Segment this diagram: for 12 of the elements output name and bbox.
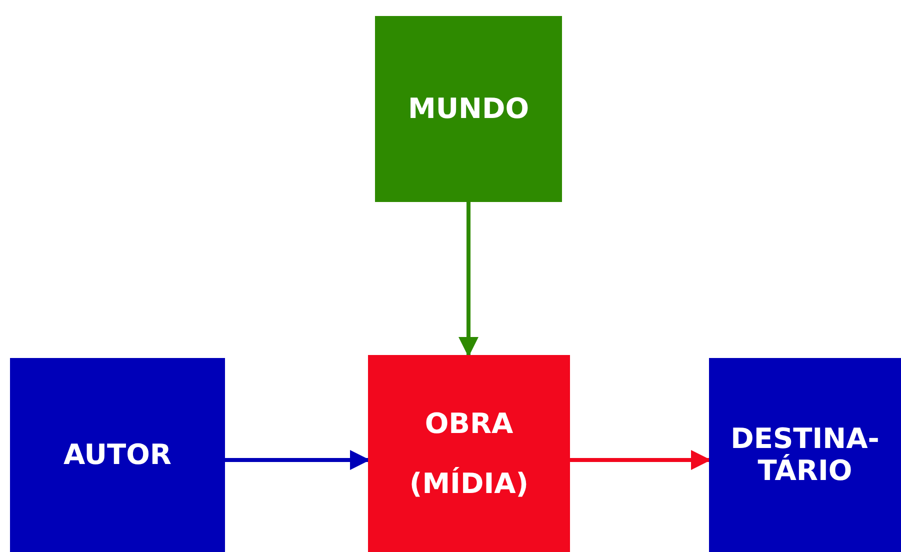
process-box	[368, 355, 570, 552]
box-label: AUTOR	[63, 439, 172, 471]
box-label: (MÍDIA)	[409, 468, 529, 500]
box-label: OBRA	[424, 408, 514, 440]
arrow	[225, 450, 370, 470]
box-label: MUNDO	[408, 93, 530, 125]
process-box	[709, 358, 901, 552]
arrow	[570, 450, 711, 470]
process-box	[375, 16, 562, 202]
arrow	[458, 202, 478, 357]
process-box	[10, 358, 225, 552]
box-label: DESTINA- TÁRIO	[730, 423, 880, 487]
